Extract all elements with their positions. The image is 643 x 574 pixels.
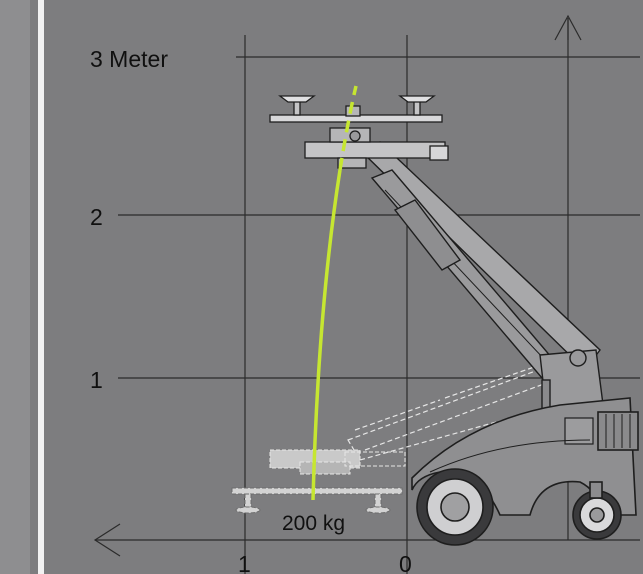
left-margin-strip	[0, 0, 30, 574]
rear-wheel	[572, 481, 622, 540]
y-label-3: 3 Meter	[90, 46, 168, 72]
vertical-axis-arrow	[554, 14, 582, 41]
y-label-1: 1	[90, 367, 103, 393]
reach-path-solid	[311, 169, 342, 501]
load-label: 200 kg	[282, 512, 345, 535]
reach-path	[311, 85, 358, 501]
raised-boom	[358, 141, 601, 379]
x-label-0: 0	[399, 551, 412, 574]
raised-suction-frame	[269, 95, 443, 123]
x-label-1: 1	[238, 551, 251, 574]
lowered-suction-frame	[231, 487, 403, 514]
y-label-2: 2	[90, 204, 103, 230]
load-label-bg	[270, 506, 362, 534]
left-white-rule	[38, 0, 44, 574]
reach-path-dashed	[338, 85, 358, 171]
front-wheel	[416, 468, 494, 546]
raised-gripper-head	[304, 127, 449, 169]
horizontal-axis-arrow	[93, 523, 640, 557]
